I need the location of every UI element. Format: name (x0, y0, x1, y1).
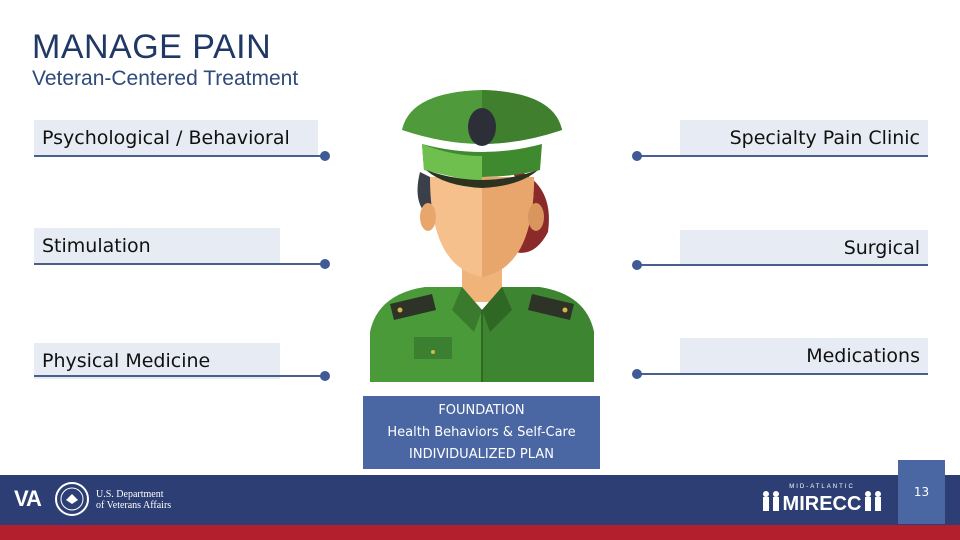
va-seal-icon (55, 482, 89, 516)
va-department-name: U.S. Department of Veterans Affairs (96, 489, 171, 511)
foundation-individualized-plan: INDIVIDUALIZED PLAN (409, 447, 554, 462)
connector-line-physical-medicine (34, 375, 324, 377)
connector-dot-stimulation (320, 259, 330, 269)
footer-red-stripe (0, 525, 960, 540)
page-number: 13 (898, 460, 945, 524)
connector-dot-medications (632, 369, 642, 379)
page-subtitle: Veteran-Centered Treatment (32, 67, 299, 90)
label-surgical: Surgical (680, 230, 928, 266)
connector-line-surgical (638, 264, 928, 266)
connector-dot-psychological (320, 151, 330, 161)
label-physical-medicine: Physical Medicine (34, 343, 280, 379)
connector-line-psychological (34, 155, 324, 157)
footer-bar (0, 475, 960, 525)
mirecc-logo: MID-ATLANTIC MIRECC (763, 484, 881, 515)
va-dept-line1: U.S. Department (96, 489, 164, 500)
label-stimulation: Stimulation (34, 228, 280, 264)
foundation-health-behaviors: Health Behaviors & Self-Care (387, 425, 576, 440)
foundation-box: FOUNDATION Health Behaviors & Self-Care … (363, 396, 600, 469)
va-logo: VA (14, 486, 42, 511)
connector-line-specialty (638, 155, 928, 157)
connector-dot-specialty (632, 151, 642, 161)
page-title: MANAGE PAIN (32, 28, 272, 66)
label-medications: Medications (680, 338, 928, 374)
connector-dot-surgical (632, 260, 642, 270)
veteran-figure-illustration (370, 90, 594, 382)
mirecc-label: MIRECC (783, 493, 862, 515)
connector-line-medications (638, 373, 928, 375)
va-dept-line2: of Veterans Affairs (96, 500, 172, 511)
foundation-title: FOUNDATION (438, 403, 525, 418)
connector-dot-physical-medicine (320, 371, 330, 381)
label-psychological-behavioral: Psychological / Behavioral (34, 120, 318, 156)
mirecc-top-text: MID-ATLANTIC (789, 484, 855, 490)
label-specialty-pain-clinic: Specialty Pain Clinic (680, 120, 928, 156)
connector-line-stimulation (34, 263, 324, 265)
